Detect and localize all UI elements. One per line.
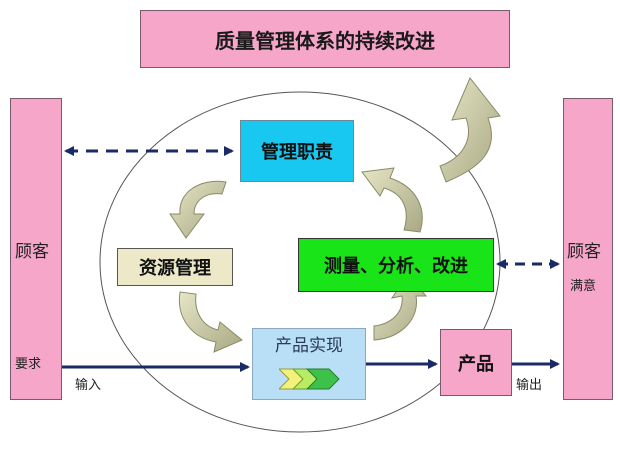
- product-realization-box: 产品实现: [252, 328, 366, 400]
- measure-label: 测量、分析、改进: [324, 256, 468, 277]
- management-responsibility-box: 管理职责: [240, 120, 354, 182]
- customer-right-bar: 顾客 满意: [563, 98, 613, 400]
- realization-label: 产品实现: [275, 336, 343, 356]
- chevron-arrows-icon: [279, 368, 340, 390]
- curved-arrow-icon: [361, 167, 423, 233]
- output-label: 输出: [516, 378, 543, 393]
- curved-arrow-icon: [439, 77, 501, 183]
- measure-analyze-improve-box: 测量、分析、改进: [298, 238, 494, 292]
- resource-label: 资源管理: [139, 258, 211, 279]
- management-label: 管理职责: [261, 142, 333, 163]
- resource-management-box: 资源管理: [117, 248, 233, 286]
- customer-right-label: 顾客: [567, 242, 601, 262]
- product-box: 产品: [440, 329, 512, 396]
- customer-right-satisfaction: 满意: [570, 279, 597, 294]
- customer-left-label: 顾客: [15, 242, 49, 262]
- customer-left-bar: 顾客 要求: [10, 98, 62, 400]
- page-title: 质量管理体系的持续改进: [215, 28, 435, 53]
- customer-left-requirement: 要求: [15, 357, 42, 372]
- product-label: 产品: [458, 353, 494, 375]
- curved-arrow-icon: [169, 180, 227, 239]
- input-label: 输入: [75, 378, 102, 393]
- curved-arrow-icon: [178, 291, 243, 353]
- improvement-title-box: 质量管理体系的持续改进: [140, 10, 510, 68]
